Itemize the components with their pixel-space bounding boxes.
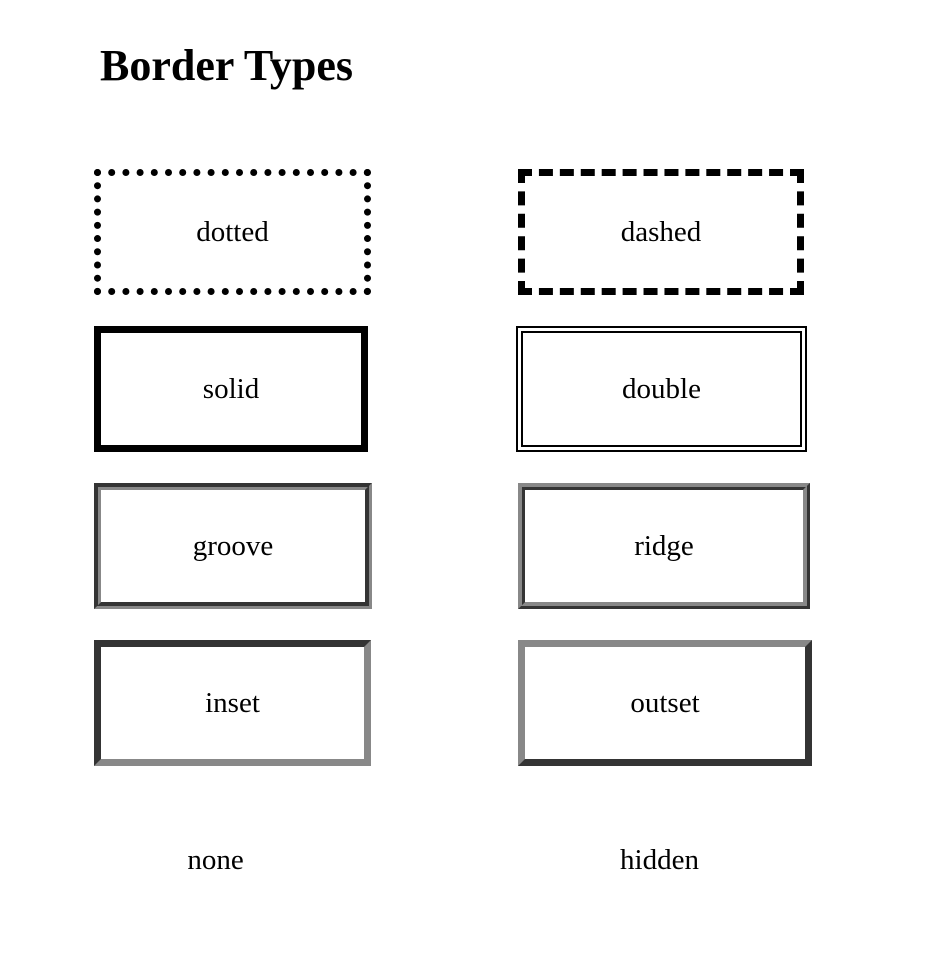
double-border-box: double: [516, 326, 807, 452]
outset-box-label: outset: [630, 686, 700, 719]
double-box-label: double: [622, 372, 701, 405]
outset-border-box: outset: [518, 640, 812, 766]
dotted-border-box: dotted: [94, 169, 371, 295]
none-border-box: none: [94, 797, 337, 923]
page-title: Border Types: [100, 41, 354, 90]
groove-border-box: groove: [94, 483, 372, 609]
dotted-box-label: dotted: [196, 215, 269, 248]
groove-box-label: groove: [192, 529, 274, 562]
none-box-label: none: [187, 843, 244, 876]
ridge-border-box: ridge: [518, 483, 810, 609]
hidden-border-box: hidden: [518, 797, 801, 923]
solid-box-label: solid: [202, 372, 260, 405]
hidden-box-label: hidden: [620, 843, 699, 876]
inset-border-box: inset: [94, 640, 371, 766]
ridge-box-label: ridge: [634, 529, 694, 562]
dashed-box-label: dashed: [620, 215, 702, 248]
inset-box-label: inset: [205, 686, 260, 719]
solid-border-box: solid: [94, 326, 368, 452]
dashed-border-box: dashed: [518, 169, 804, 295]
